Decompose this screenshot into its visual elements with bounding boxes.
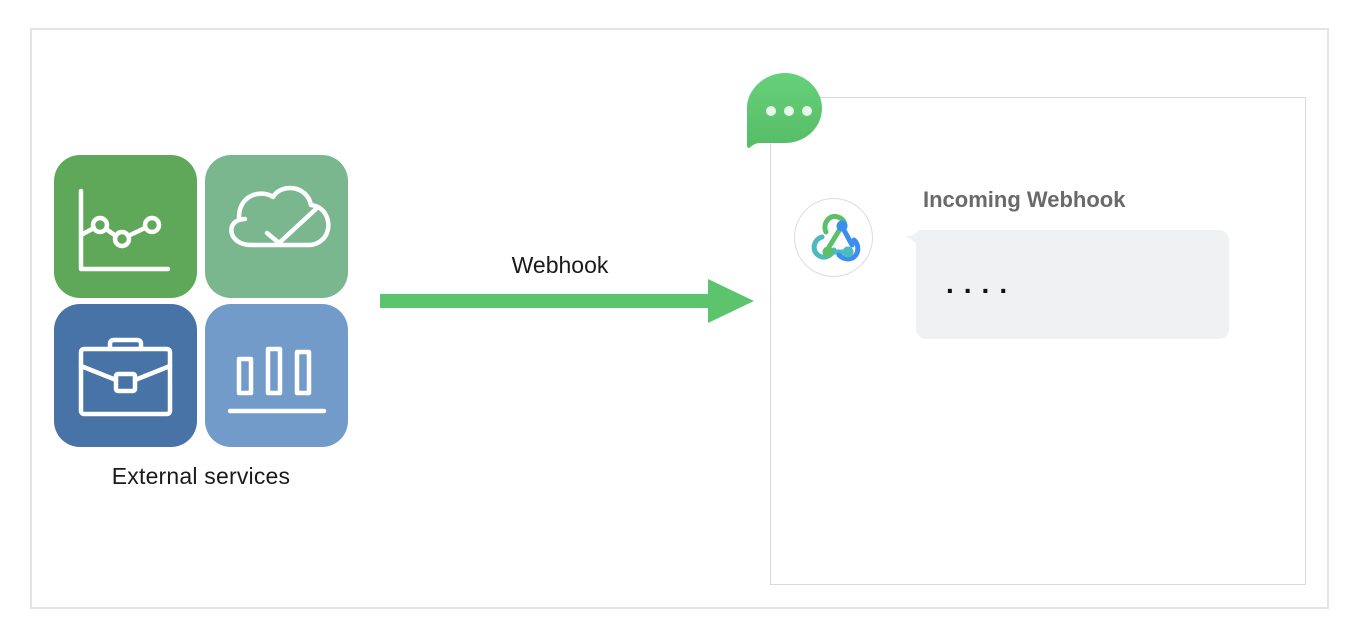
message-text: .... (946, 268, 1018, 299)
service-tile-business (54, 304, 197, 447)
bar-chart-icon (227, 346, 327, 414)
briefcase-icon (78, 337, 173, 417)
webhook-icon (811, 213, 860, 262)
message-bubble: .... (916, 230, 1229, 339)
cloud-check-icon (229, 185, 331, 248)
webhook-arrow-label: Webhook (511, 252, 609, 278)
chat-window (770, 97, 1306, 585)
line-chart-icon (78, 188, 171, 272)
arrow-right-icon (380, 279, 754, 323)
external-services-label: External services (111, 463, 291, 489)
service-tile-analytics (54, 155, 197, 298)
service-tile-cloud (205, 155, 348, 298)
sender-name: Incoming Webhook (923, 187, 1126, 212)
avatar (794, 198, 873, 277)
service-tile-reports (205, 304, 348, 447)
chat-bubble-icon (747, 73, 822, 148)
